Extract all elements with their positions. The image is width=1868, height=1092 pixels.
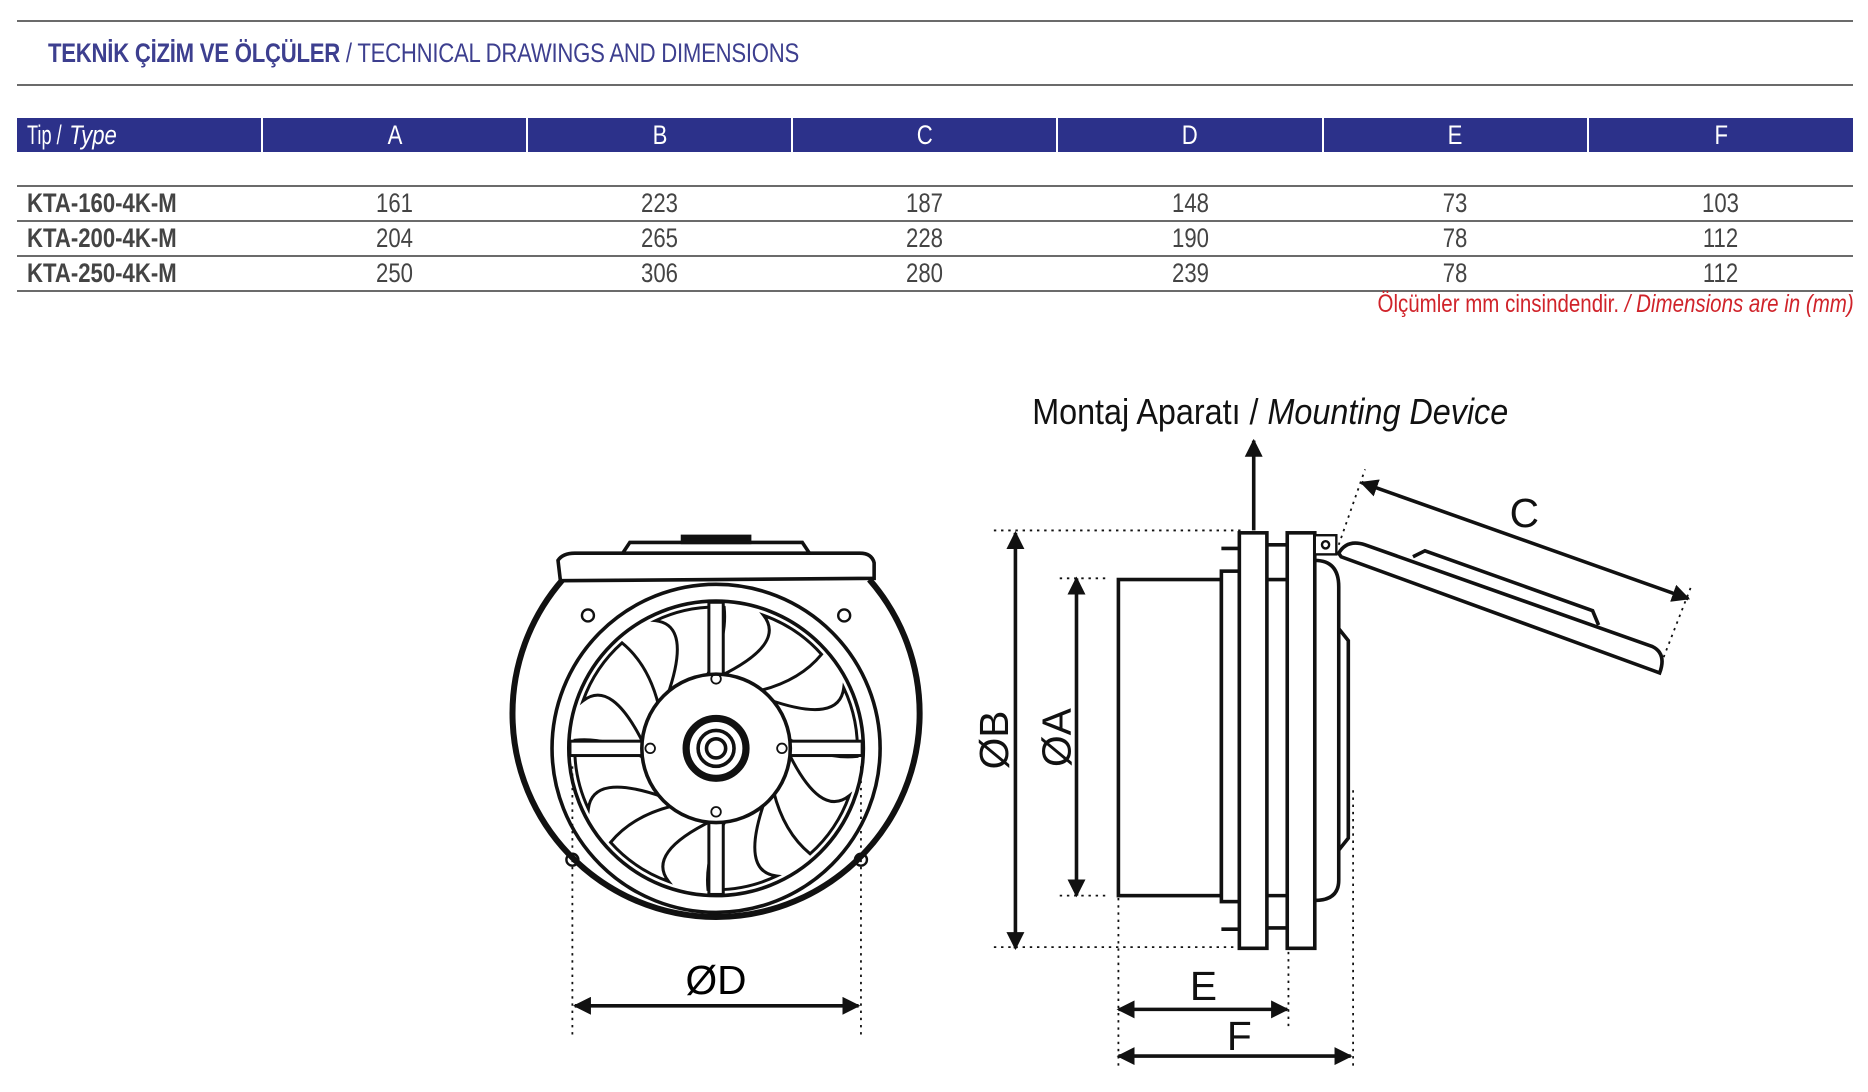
- value-cell: 73: [1322, 186, 1588, 222]
- fan-blade: [579, 640, 661, 746]
- outer-housing: [509, 577, 923, 920]
- shaft-outer: [682, 714, 750, 782]
- mounting-device-label: Montaj Aparatı / Mounting Device: [1032, 392, 1508, 432]
- col-f: F: [1586, 118, 1853, 152]
- support-strut: [568, 739, 646, 758]
- od-label: ØD: [686, 957, 747, 1003]
- col-d: D: [1056, 118, 1323, 152]
- col-e: E: [1321, 118, 1588, 152]
- value-cell: 280: [792, 256, 1058, 292]
- rear-plate: [1285, 531, 1317, 951]
- e-label: E: [1190, 963, 1217, 1009]
- col-a: A: [260, 118, 528, 152]
- ob-label: ØB: [971, 711, 1017, 770]
- section-title: TEKNİK ÇİZİM VE ÖLÇÜLER / TECHNICAL DRAW…: [48, 38, 799, 69]
- motor-hub: [640, 672, 793, 825]
- spacer-row: [17, 152, 1853, 187]
- c-dimension-arrow: [1359, 479, 1691, 602]
- value-cell: 250: [262, 256, 528, 292]
- fan-blade: [718, 612, 824, 693]
- duct: [1116, 577, 1224, 898]
- value-cell: 112: [1587, 256, 1853, 292]
- col-type: Tip / Type: [17, 118, 262, 152]
- value-cell: 265: [527, 221, 793, 257]
- hinge-box: [1313, 534, 1338, 556]
- title-tr: TEKNİK ÇİZİM VE ÖLÇÜLER: [48, 38, 341, 68]
- motor-cover: [1314, 558, 1341, 903]
- col-c: C: [791, 118, 1058, 152]
- value-cell: 239: [1057, 256, 1323, 292]
- type-cell: KTA-250-4K-M: [17, 256, 262, 292]
- support-strut: [707, 600, 725, 679]
- title-rule: [17, 84, 1853, 86]
- value-cell: 161: [262, 186, 528, 222]
- mounting-bracket: [556, 551, 876, 583]
- inner-ring: [550, 582, 882, 915]
- f-label: F: [1227, 1013, 1252, 1059]
- fan-blade: [772, 750, 853, 856]
- title-en: / TECHNICAL DRAWINGS AND DIMENSIONS: [345, 38, 800, 68]
- support-strut: [707, 818, 725, 896]
- oa-label: ØA: [1034, 707, 1080, 767]
- value-cell: 112: [1587, 221, 1853, 257]
- value-cell: 78: [1322, 256, 1588, 292]
- value-cell: 306: [527, 256, 793, 292]
- value-cell: 103: [1587, 186, 1853, 222]
- value-cell: 223: [527, 186, 793, 222]
- value-cell: 148: [1057, 186, 1323, 222]
- col-b: B: [526, 118, 793, 152]
- type-cell: KTA-160-4K-M: [17, 186, 262, 222]
- value-cell: 187: [792, 186, 1058, 222]
- value-cell: 190: [1057, 221, 1323, 257]
- c-label: C: [1510, 490, 1539, 536]
- hood: [1336, 541, 1664, 676]
- units-note: Ölçümler mm cinsindendir. / Dimensions a…: [1377, 290, 1854, 318]
- fan-blade: [608, 804, 714, 885]
- value-cell: 204: [262, 221, 528, 257]
- type-cell: KTA-200-4K-M: [17, 221, 262, 257]
- table-header: Tip / Type A B C D E F: [17, 118, 1853, 152]
- front-view: [509, 534, 923, 1036]
- top-rule: [17, 20, 1853, 22]
- value-cell: 228: [792, 221, 1058, 257]
- value-cell: 78: [1322, 221, 1588, 257]
- side-view: [993, 438, 1693, 1066]
- support-strut: [786, 739, 864, 758]
- front-plate: [1237, 531, 1269, 951]
